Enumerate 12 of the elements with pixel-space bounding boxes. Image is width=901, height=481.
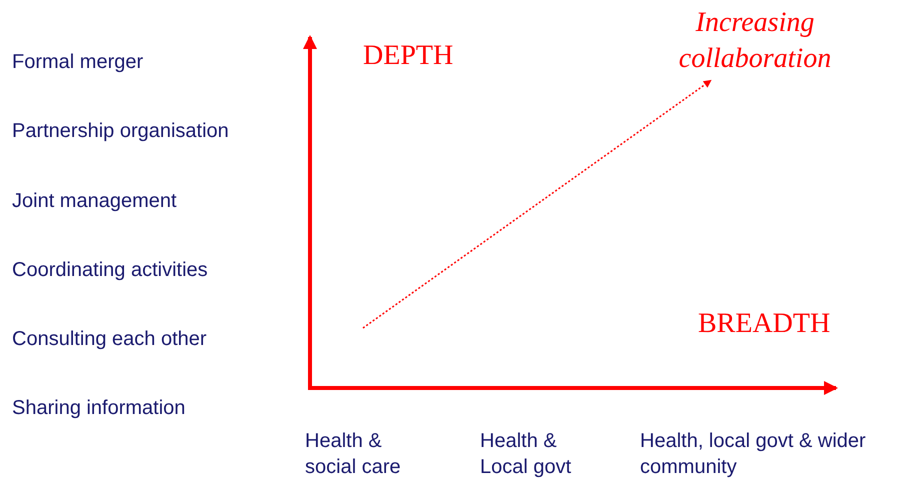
level-label: Consulting each other (12, 328, 207, 350)
category-label: Health & Local govt (480, 430, 572, 478)
level-label: Partnership organisation (12, 120, 229, 142)
axis-title: BREADTH (698, 308, 830, 339)
axis-title: DEPTH (363, 40, 454, 71)
level-label: Sharing information (12, 397, 186, 419)
category-label: Health, local govt & wider community (640, 430, 866, 478)
level-label: Joint management (12, 190, 177, 212)
level-label: Coordinating activities (12, 259, 208, 281)
trend-label: Increasing collaboration (678, 7, 832, 74)
category-label: Health & social care (305, 430, 401, 478)
level-label: Formal merger (12, 51, 144, 73)
